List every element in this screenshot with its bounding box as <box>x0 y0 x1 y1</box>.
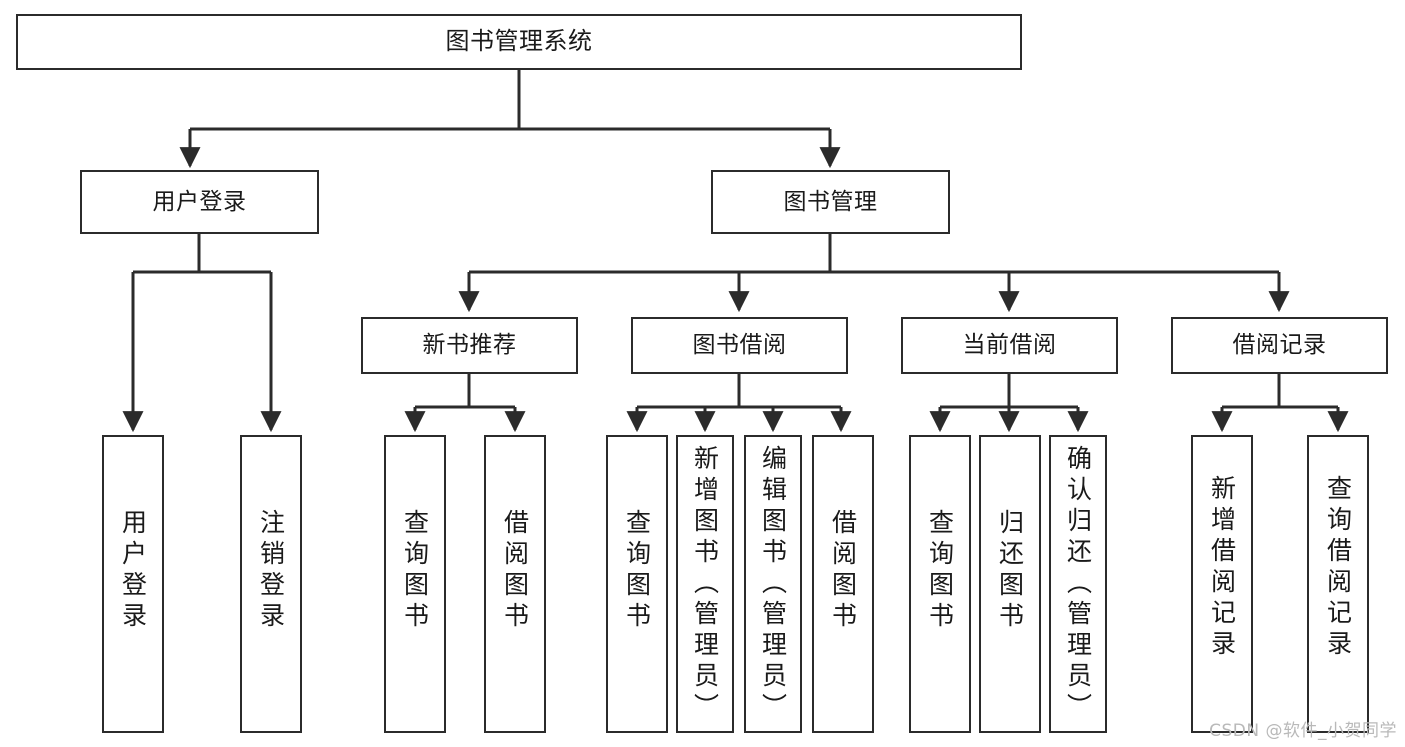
node-leaf-return-book[interactable]: 归还图书 <box>979 435 1041 733</box>
node-leaf-edit-book-label: 编辑图书（管理员） <box>758 445 788 724</box>
node-leaf-query-book-2-label: 查询图书 <box>622 509 652 633</box>
node-leaf-add-book-label: 新增图书（管理员） <box>690 445 720 724</box>
node-leaf-query-record[interactable]: 查询借阅记录 <box>1307 435 1369 733</box>
node-leaf-borrow-book-1-label: 借阅图书 <box>500 509 530 633</box>
node-leaf-confirm-return[interactable]: 确认归还（管理员） <box>1049 435 1107 733</box>
node-book-borrow-label: 图书借阅 <box>692 332 787 359</box>
node-leaf-borrow-book-2[interactable]: 借阅图书 <box>812 435 874 733</box>
node-book-borrow[interactable]: 图书借阅 <box>631 317 848 374</box>
node-leaf-query-record-label: 查询借阅记录 <box>1323 475 1353 661</box>
node-book-manage-label: 图书管理 <box>783 188 878 215</box>
node-leaf-user-login[interactable]: 用户登录 <box>102 435 164 733</box>
node-leaf-query-book-3-label: 查询图书 <box>925 509 955 633</box>
node-leaf-query-book-3[interactable]: 查询图书 <box>909 435 971 733</box>
node-leaf-borrow-book-1[interactable]: 借阅图书 <box>484 435 546 733</box>
node-current-borrow-label: 当前借阅 <box>962 332 1057 359</box>
node-book-manage[interactable]: 图书管理 <box>711 170 950 234</box>
node-leaf-add-book[interactable]: 新增图书（管理员） <box>676 435 734 733</box>
node-root-label: 图书管理系统 <box>445 27 593 56</box>
node-borrow-record-label: 借阅记录 <box>1232 332 1327 359</box>
node-borrow-record[interactable]: 借阅记录 <box>1171 317 1388 374</box>
node-leaf-query-book-1[interactable]: 查询图书 <box>384 435 446 733</box>
node-leaf-edit-book[interactable]: 编辑图书（管理员） <box>744 435 802 733</box>
node-current-borrow[interactable]: 当前借阅 <box>901 317 1118 374</box>
node-leaf-borrow-book-2-label: 借阅图书 <box>828 509 858 633</box>
csdn-watermark: CSDN @软件_小贺同学 <box>1209 721 1397 741</box>
node-leaf-add-record[interactable]: 新增借阅记录 <box>1191 435 1253 733</box>
node-leaf-user-login-label: 用户登录 <box>118 509 148 633</box>
node-new-book-recommend[interactable]: 新书推荐 <box>361 317 578 374</box>
node-root[interactable]: 图书管理系统 <box>16 14 1022 70</box>
node-leaf-confirm-return-label: 确认归还（管理员） <box>1063 445 1093 724</box>
node-leaf-user-logout-label: 注销登录 <box>256 509 286 633</box>
node-leaf-query-book-2[interactable]: 查询图书 <box>606 435 668 733</box>
node-leaf-query-book-1-label: 查询图书 <box>400 509 430 633</box>
node-user-login-label: 用户登录 <box>152 188 247 215</box>
node-leaf-return-book-label: 归还图书 <box>995 509 1025 633</box>
node-user-login[interactable]: 用户登录 <box>80 170 319 234</box>
node-leaf-add-record-label: 新增借阅记录 <box>1207 475 1237 661</box>
node-leaf-user-logout[interactable]: 注销登录 <box>240 435 302 733</box>
node-new-book-recommend-label: 新书推荐 <box>422 332 517 359</box>
